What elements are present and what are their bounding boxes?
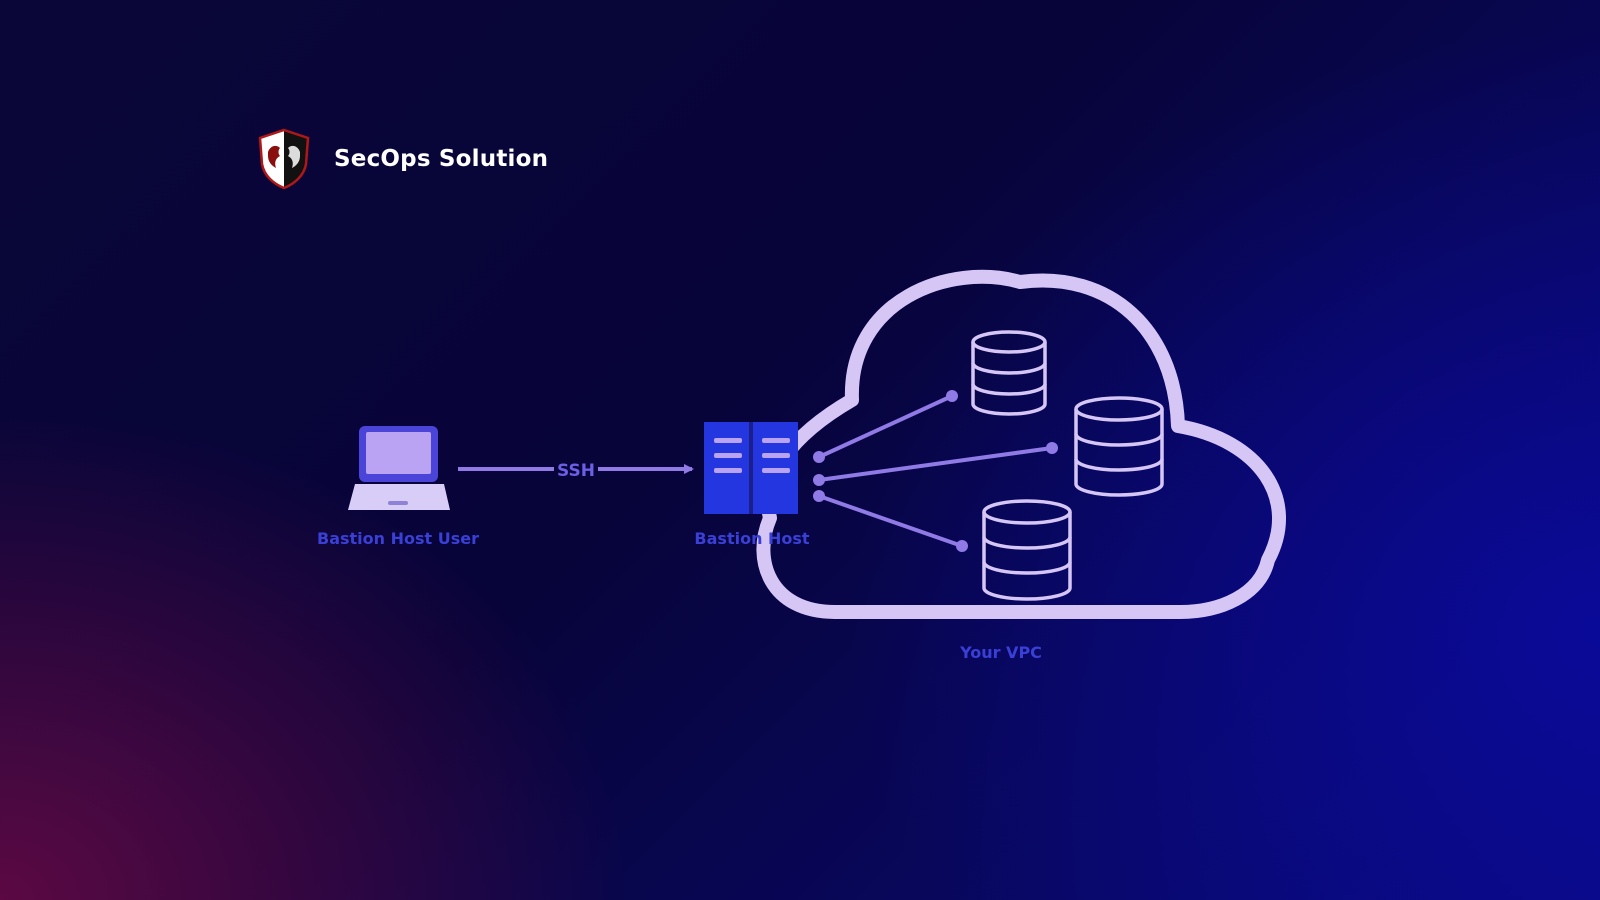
bastion-host-label: Bastion Host: [694, 529, 810, 548]
laptop-icon: [348, 426, 450, 510]
ssh-connector: SSH: [458, 461, 694, 481]
database-icon: [1074, 396, 1164, 497]
cloud-icon: [756, 269, 1286, 619]
brand-header: SecOps Solution: [256, 128, 548, 190]
your-vpc-label: Your VPC: [959, 643, 1042, 662]
database-icon: [982, 499, 1072, 601]
bastion-host-user-label: Bastion Host User: [317, 529, 479, 548]
ssh-label: SSH: [557, 461, 595, 481]
server-icon: [704, 422, 798, 514]
shield-warrior-logo-icon: [258, 128, 310, 190]
brand-name: SecOps Solution: [334, 146, 549, 172]
db-connector-3: [818, 494, 963, 548]
db-connector-2: [818, 446, 1053, 482]
database-icon: [971, 330, 1047, 416]
db-connector-1: [818, 394, 953, 459]
db-connectors: [813, 390, 1058, 552]
